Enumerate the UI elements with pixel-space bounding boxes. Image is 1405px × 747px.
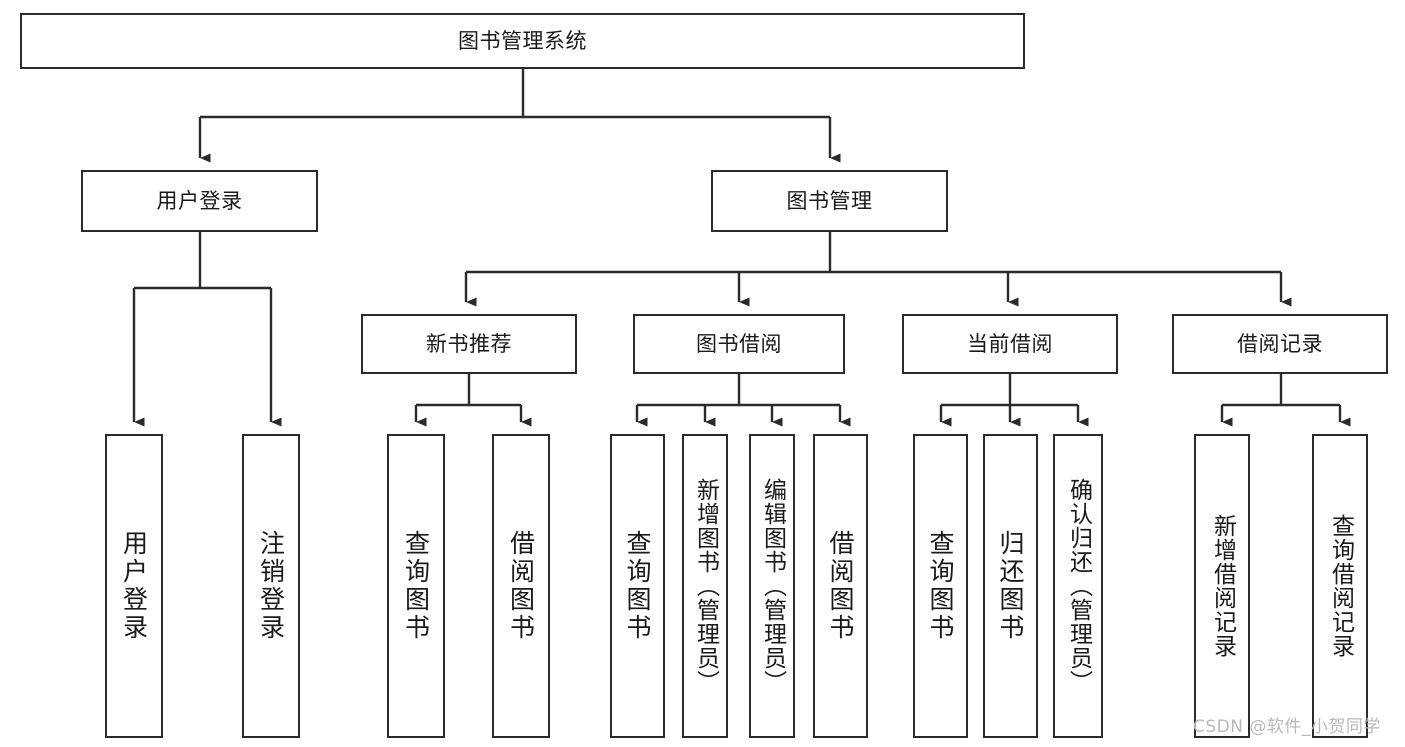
node-borrow-records-label: 借阅记录 — [1237, 331, 1323, 356]
node-book-management-label: 图书管理 — [786, 188, 873, 213]
leaf-user-login[interactable]: 用户登录 — [105, 434, 163, 738]
leaf-user-login-label: 用户登录 — [119, 530, 149, 642]
node-book-borrow[interactable]: 图书借阅 — [633, 314, 845, 374]
leaf-return-books-label: 归还图书 — [996, 530, 1025, 642]
leaf-add-borrow-record[interactable]: 新增借阅记录 — [1194, 434, 1250, 738]
node-current-borrow-label: 当前借阅 — [967, 331, 1053, 356]
node-new-book-recommend[interactable]: 新书推荐 — [361, 314, 577, 374]
leaf-edit-book-admin[interactable]: 编辑图书（管理员） — [749, 434, 795, 738]
node-book-management[interactable]: 图书管理 — [711, 170, 948, 232]
leaf-borrow-books-borrow-label: 借阅图书 — [826, 530, 855, 642]
leaf-edit-book-admin-label: 编辑图书（管理员） — [759, 478, 786, 694]
leaf-add-book-admin-label: 新增图书（管理员） — [692, 478, 719, 694]
leaf-add-borrow-record-label: 新增借阅记录 — [1209, 514, 1236, 658]
node-book-borrow-label: 图书借阅 — [696, 331, 782, 356]
leaf-query-books-recommend-label: 查询图书 — [401, 530, 431, 642]
node-root[interactable]: 图书管理系统 — [20, 13, 1025, 69]
leaf-query-books-borrow[interactable]: 查询图书 — [610, 434, 665, 738]
leaf-confirm-return-admin-label: 确认归还（管理员） — [1065, 478, 1092, 694]
leaf-return-books[interactable]: 归还图书 — [983, 434, 1038, 738]
node-user-login[interactable]: 用户登录 — [81, 170, 318, 232]
leaf-query-books-current-label: 查询图书 — [926, 530, 955, 642]
leaf-borrow-books-borrow[interactable]: 借阅图书 — [813, 434, 868, 738]
leaf-query-books-current[interactable]: 查询图书 — [913, 434, 968, 738]
leaf-query-borrow-record-label: 查询借阅记录 — [1327, 514, 1354, 658]
leaf-query-books-recommend[interactable]: 查询图书 — [387, 434, 445, 738]
leaf-query-books-borrow-label: 查询图书 — [623, 530, 652, 642]
node-root-label: 图书管理系统 — [458, 28, 587, 53]
node-borrow-records[interactable]: 借阅记录 — [1172, 314, 1388, 374]
leaf-borrow-books-recommend-label: 借阅图书 — [506, 530, 536, 642]
leaf-query-borrow-record[interactable]: 查询借阅记录 — [1312, 434, 1368, 738]
node-new-book-recommend-label: 新书推荐 — [426, 331, 512, 356]
csdn-watermark: CSDN @软件_小贺同学 — [1193, 717, 1381, 737]
leaf-logout[interactable]: 注销登录 — [242, 434, 300, 738]
leaf-confirm-return-admin[interactable]: 确认归还（管理员） — [1053, 434, 1103, 738]
leaf-add-book-admin[interactable]: 新增图书（管理员） — [682, 434, 728, 738]
node-current-borrow[interactable]: 当前借阅 — [902, 314, 1118, 374]
leaf-borrow-books-recommend[interactable]: 借阅图书 — [492, 434, 550, 738]
leaf-logout-label: 注销登录 — [256, 530, 286, 642]
node-user-login-label: 用户登录 — [156, 188, 243, 213]
